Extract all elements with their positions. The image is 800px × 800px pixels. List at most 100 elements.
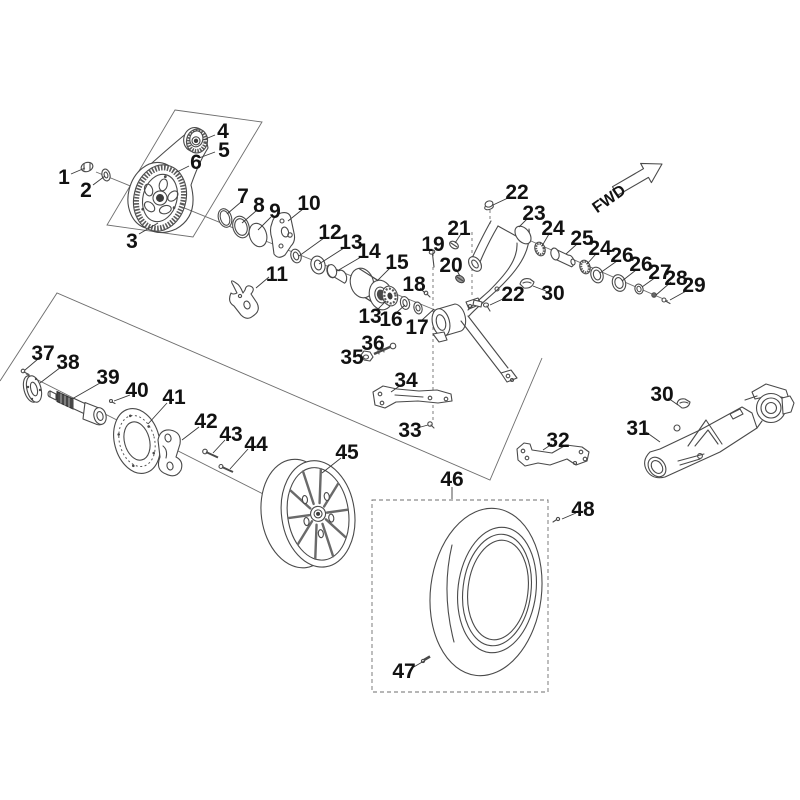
- leader-line: [176, 165, 190, 173]
- leader-line: [492, 196, 511, 206]
- leader-line: [181, 426, 200, 441]
- part-25-spacer-drawing: [550, 247, 576, 268]
- part-label-11: 11: [266, 263, 289, 286]
- part-34-bracket-drawing: [372, 385, 453, 409]
- part-41-brake-disc-drawing: [113, 408, 161, 474]
- part-label-25: 25: [570, 227, 594, 250]
- part-label-29: 29: [682, 274, 705, 297]
- leader-line: [70, 167, 86, 175]
- part-label-41: 41: [162, 386, 186, 409]
- part-45-wheel-drawing: [260, 458, 356, 569]
- part-label-40: 40: [125, 379, 148, 402]
- part-label-45: 45: [335, 441, 359, 464]
- part-label-17: 17: [405, 316, 428, 339]
- leader-line: [147, 402, 168, 425]
- part-4-gear-drawing: [183, 126, 209, 154]
- group-outlines: [0, 109, 669, 693]
- part-label-14: 14: [357, 240, 381, 263]
- leader-line: [39, 366, 62, 384]
- leader-line: [336, 256, 362, 272]
- part-label-20: 20: [439, 254, 462, 277]
- part-label-3: 3: [126, 230, 138, 253]
- part-label-4: 4: [217, 120, 229, 143]
- leader-line: [420, 308, 435, 322]
- part-label-43: 43: [219, 423, 242, 446]
- leader-line: [71, 382, 101, 400]
- part-label-26: 26: [610, 244, 633, 267]
- part-35-nut-drawing: [360, 350, 374, 362]
- part-30-clip-drawing: [519, 278, 535, 289]
- part-44-bolt-drawing: [218, 463, 234, 473]
- part-17-ring-drawing: [413, 301, 423, 315]
- fwd-arrow-icon: [611, 162, 663, 196]
- part-46-tire-drawing: [429, 507, 543, 677]
- leader-line: [586, 253, 597, 265]
- leader-line: [416, 424, 429, 429]
- part-42-caliper-bracket-drawing: [157, 429, 183, 477]
- part-21-bushing-drawing: [449, 240, 459, 250]
- leader-line: [198, 151, 216, 159]
- leader-line: [411, 660, 425, 669]
- part-label-13: 13: [358, 305, 381, 328]
- part-39-axle-drawing: [47, 390, 107, 426]
- leader-line: [561, 512, 577, 520]
- part-label-19: 19: [421, 233, 444, 256]
- leader-line: [229, 448, 249, 470]
- part-label-7: 7: [237, 185, 249, 208]
- part-label-8: 8: [253, 194, 265, 217]
- leader-line: [375, 300, 387, 312]
- leader-line: [454, 233, 462, 244]
- part-label-2: 2: [80, 179, 92, 202]
- leader-line: [541, 233, 550, 247]
- leader-line: [212, 439, 226, 454]
- part-label-30: 30: [650, 383, 673, 406]
- leader-line: [532, 285, 547, 292]
- part-label-6: 6: [190, 151, 202, 174]
- part-label-24: 24: [588, 237, 612, 260]
- part-29-screw-drawing: [661, 297, 671, 305]
- part-48-weight-drawing: [552, 516, 561, 523]
- leader-line: [298, 237, 325, 257]
- fwd-direction-indicator: FWD: [589, 162, 663, 217]
- part-label-22: 22: [505, 181, 528, 204]
- part-22b-bolt-drawing: [472, 299, 491, 312]
- part-label-46: 46: [440, 468, 463, 491]
- part-label-31: 31: [626, 417, 650, 440]
- leader-line: [321, 457, 342, 474]
- part-label-15: 15: [385, 251, 409, 274]
- part-30b-clip-drawing: [676, 398, 691, 409]
- part-label-24: 24: [541, 217, 565, 240]
- part-label-32: 32: [546, 429, 569, 452]
- part-31-swingarm-drawing: [644, 383, 795, 479]
- part-32-bracket-drawing: [516, 442, 590, 467]
- part-label-23: 23: [522, 202, 545, 225]
- leader-line: [356, 355, 364, 358]
- leader-line: [376, 267, 391, 282]
- part-label-44: 44: [244, 433, 268, 456]
- leader-line: [24, 358, 39, 371]
- part-20-bushing-drawing: [455, 274, 465, 284]
- part-2-washer-drawing: [101, 168, 111, 182]
- part-label-37: 37: [31, 342, 54, 365]
- leader-line: [655, 281, 672, 296]
- leader-line: [518, 218, 528, 228]
- leader-line: [92, 175, 106, 186]
- part-label-12: 12: [318, 221, 341, 244]
- part-label-21: 21: [447, 217, 471, 240]
- leader-line: [489, 297, 506, 306]
- part-label-22: 22: [501, 283, 524, 306]
- leader-line: [202, 134, 216, 141]
- part-23-bracket-drawing: [460, 220, 532, 383]
- part-label-18: 18: [402, 273, 426, 296]
- leader-line: [669, 289, 689, 301]
- leader-line: [419, 287, 426, 294]
- part-13b-bearing-drawing: [381, 285, 399, 307]
- part-37-bolt-drawing: [20, 368, 30, 376]
- leader-line: [542, 443, 553, 451]
- part-14-spacer-drawing: [326, 264, 348, 284]
- part-9-ring-drawing: [248, 222, 268, 248]
- leader-line: [226, 201, 242, 215]
- part-label-42: 42: [194, 410, 217, 433]
